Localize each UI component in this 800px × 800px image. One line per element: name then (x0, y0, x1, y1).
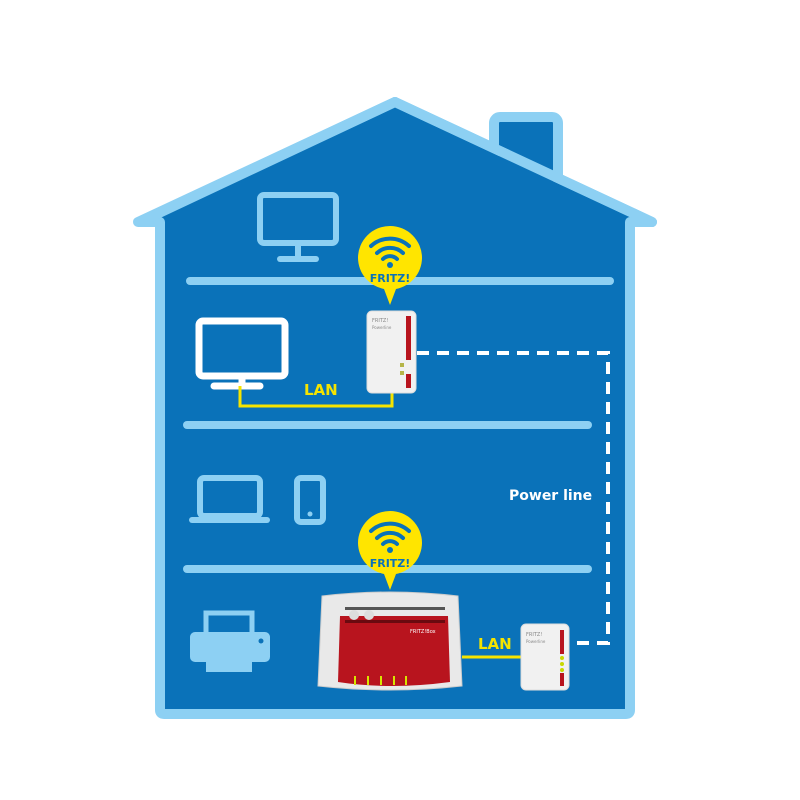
powerline-adapter-lower: FRITZ! Powerline (520, 623, 570, 691)
svg-text:Powerline: Powerline (372, 325, 392, 330)
wifi-icon (369, 521, 411, 546)
lan-label-lower: LAN (478, 635, 512, 653)
fritzbox-router: FRITZ!Box (317, 591, 463, 691)
svg-text:FRITZ!: FRITZ! (370, 557, 411, 570)
svg-text:FRITZ!Box: FRITZ!Box (410, 629, 436, 635)
svg-text:FRITZ!: FRITZ! (370, 272, 411, 285)
powerline-adapter-upper: FRITZ! Powerline (366, 310, 417, 394)
power-line-label: Power line (509, 488, 592, 504)
power-line-cable (417, 351, 610, 645)
wifi-bubble-lower: FRITZ! (358, 511, 422, 590)
svg-text:Powerline: Powerline (526, 639, 546, 644)
lan-label-upper: LAN (304, 381, 338, 399)
svg-text:FRITZ!: FRITZ! (372, 318, 388, 324)
wifi-icon (369, 236, 411, 261)
svg-text:FRITZ!: FRITZ! (526, 632, 542, 638)
tv-icon (195, 317, 289, 390)
monitor-icon (257, 192, 339, 262)
laptop-icon (189, 475, 270, 523)
house (133, 97, 657, 719)
smartphone-icon (294, 475, 326, 525)
printer-icon (190, 610, 270, 672)
house-outline (133, 97, 657, 719)
lan-cable-upper (238, 386, 394, 408)
wifi-bubble-upper: FRITZ! (358, 226, 422, 305)
